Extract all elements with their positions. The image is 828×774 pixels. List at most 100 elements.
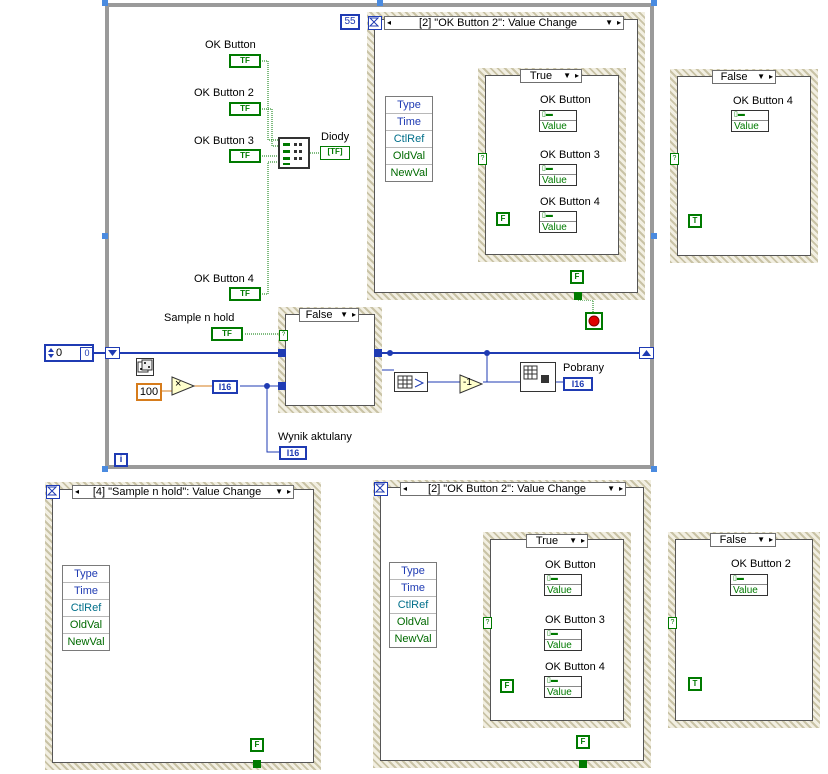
top-ok-button-3-label: OK Button 3 — [540, 149, 600, 161]
top-false-constant[interactable]: F — [496, 212, 510, 226]
bottom-right-ok-button-2-value-node[interactable]: ▯▬Value — [730, 574, 768, 596]
hourglass-icon — [368, 17, 380, 27]
loop-corner-handle-tr[interactable] — [651, 0, 657, 6]
top-true-selector[interactable]: True▼▸ — [520, 69, 582, 83]
timeout-constant[interactable]: 55 — [340, 14, 360, 30]
bottom-right-false-selector[interactable]: False▼▸ — [710, 533, 776, 547]
iteration-terminal: i — [114, 453, 128, 467]
decrement-icon — [459, 374, 484, 394]
loop-side-handle-left[interactable] — [102, 233, 108, 239]
top-ok-button-value-node[interactable]: ▯▬Value — [539, 110, 577, 132]
top-event-selector[interactable]: ◂[2] "OK Button 2": Value Change▼▸ — [384, 16, 624, 30]
pobrany-indicator[interactable]: I16 — [563, 377, 593, 391]
diody-indicator[interactable]: [TF] — [320, 146, 350, 160]
tunnel-in-1 — [278, 349, 286, 357]
bottom-event-selector[interactable]: ◂[2] "OK Button 2": Value Change▼▸ — [400, 482, 626, 496]
bottom-right-ok-button-2-label: OK Button 2 — [731, 558, 791, 570]
bottom-ok-button-4-value-node[interactable]: ▯▬Value — [544, 676, 582, 698]
tunnel-in-2 — [278, 382, 286, 390]
array-size-node[interactable] — [394, 372, 428, 392]
bottom-ok-button-3-label: OK Button 3 — [545, 614, 605, 626]
top-right-case-terminal: ? — [670, 153, 679, 165]
bottom-left-event-data-node[interactable]: Type Time CtlRef OldVal NewVal — [62, 565, 110, 651]
sample-n-hold-terminal[interactable]: TF — [211, 327, 243, 341]
top-timeout-terminal — [368, 16, 382, 30]
bottom-right-case-terminal: ? — [668, 617, 677, 629]
ok-button-3-label: OK Button 3 — [194, 135, 254, 147]
dice-icon — [137, 359, 153, 373]
wire-ok2 — [262, 108, 278, 147]
ok-button-4-terminal[interactable]: TF — [229, 287, 261, 301]
top-right-false-case — [670, 69, 818, 263]
ok-button-label: OK Button — [205, 39, 256, 51]
bottom-timeout-terminal — [374, 482, 388, 496]
loop-side-handle-right[interactable] — [651, 233, 657, 239]
loop-corner-handle-br[interactable] — [651, 466, 657, 472]
sample-case-structure — [278, 307, 382, 413]
top-event-data-node[interactable]: Type Time CtlRef OldVal NewVal — [385, 96, 433, 182]
loop-corner-handle-bl[interactable] — [102, 466, 108, 472]
initial-value-indicator: 0 — [80, 347, 94, 361]
shift-register-left[interactable] — [105, 347, 120, 359]
bottom-left-stop-constant[interactable]: F — [250, 738, 264, 752]
wynik-aktulany-label: Wynik aktulany — [278, 431, 352, 443]
array-grid-icon — [397, 375, 425, 389]
sample-case-selector[interactable]: False▼▸ — [299, 308, 359, 322]
top-right-ok-button-4-value-node[interactable]: ▯▬Value — [731, 110, 769, 132]
shift-register-right[interactable] — [639, 347, 654, 359]
top-event-tunnel — [574, 292, 582, 300]
decrement-node[interactable]: -1 — [459, 374, 484, 394]
index-array-node[interactable] — [520, 362, 556, 392]
top-ok-button-3-value-node[interactable]: ▯▬Value — [539, 164, 577, 186]
bottom-true-selector[interactable]: True▼▸ — [526, 534, 588, 548]
build-array-icon — [283, 143, 302, 165]
bottom-ok-button-3-value-node[interactable]: ▯▬Value — [544, 629, 582, 651]
stop-terminal[interactable] — [585, 312, 603, 330]
top-ok-button-label: OK Button — [540, 94, 591, 106]
to-i16-node[interactable]: I16 — [212, 380, 238, 394]
ok-button-3-terminal[interactable]: TF — [229, 149, 261, 163]
top-ok-button-4-value-node[interactable]: ▯▬Value — [539, 211, 577, 233]
build-array-node[interactable] — [278, 137, 310, 169]
bottom-event-tunnel — [579, 760, 587, 768]
bottom-right-true-constant[interactable]: T — [688, 677, 702, 691]
bottom-true-case-terminal: ? — [483, 617, 492, 629]
top-right-ok-button-4-label: OK Button 4 — [733, 95, 793, 107]
hourglass-icon — [46, 486, 58, 496]
bottom-left-timeout-terminal — [46, 485, 60, 499]
sample-n-hold-label: Sample n hold — [164, 312, 235, 324]
ok-button-2-terminal[interactable]: TF — [229, 102, 261, 116]
top-true-case-terminal: ? — [478, 153, 487, 165]
diody-label: Diody — [321, 131, 350, 143]
ok-button-4-label: OK Button 4 — [194, 273, 254, 285]
initial-value-text: 0 — [56, 347, 63, 359]
random-number-node[interactable] — [136, 358, 154, 376]
increment-arrows-icon — [48, 348, 54, 358]
scale-constant[interactable]: 100 — [136, 383, 162, 401]
bottom-left-tunnel — [253, 760, 261, 768]
bottom-false-constant[interactable]: F — [500, 679, 514, 693]
multiply-icon — [171, 376, 196, 396]
multiply-node[interactable]: × — [171, 376, 196, 396]
bottom-ok-button-value-node[interactable]: ▯▬Value — [544, 574, 582, 596]
loop-side-handle-top[interactable] — [377, 0, 383, 6]
index-array-icon — [523, 365, 549, 383]
bottom-event-stop-constant[interactable]: F — [576, 735, 590, 749]
bottom-left-event-structure — [45, 482, 321, 770]
bottom-left-event-selector[interactable]: ◂[4] "Sample n hold": Value Change▼▸ — [72, 485, 294, 499]
top-right-true-constant[interactable]: T — [688, 214, 702, 228]
initial-value-control[interactable]: 0 0 — [44, 344, 94, 362]
ok-button-terminal[interactable]: TF — [229, 54, 261, 68]
top-event-stop-constant[interactable]: F — [570, 270, 584, 284]
bottom-ok-button-4-label: OK Button 4 — [545, 661, 605, 673]
bottom-ok-button-label: OK Button — [545, 559, 596, 571]
ok-button-2-label: OK Button 2 — [194, 87, 254, 99]
wynik-aktulany-indicator[interactable]: I16 — [279, 446, 307, 460]
bottom-event-data-node[interactable]: Type Time CtlRef OldVal NewVal — [389, 562, 437, 648]
wire-ok4 — [262, 161, 278, 295]
tunnel-out-1 — [374, 349, 382, 357]
top-right-false-selector[interactable]: False▼▸ — [712, 70, 776, 84]
hourglass-icon — [374, 483, 386, 493]
loop-corner-handle-tl[interactable] — [102, 0, 108, 6]
wire-ok1 — [262, 60, 278, 141]
